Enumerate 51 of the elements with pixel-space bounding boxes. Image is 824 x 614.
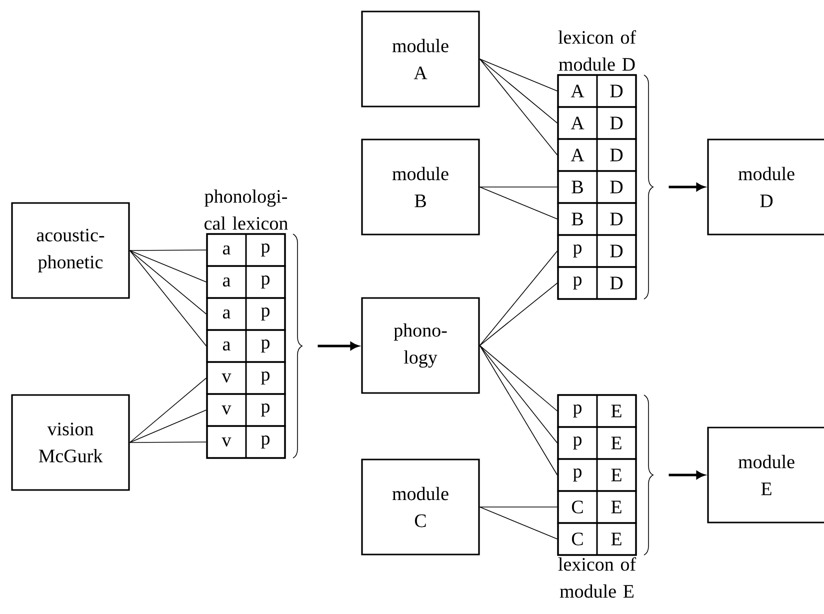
connector-line <box>129 442 207 443</box>
lexicon-row: C E <box>557 490 637 524</box>
connector-line <box>479 186 558 188</box>
connector-line <box>479 58 558 156</box>
lexicon-row: v p <box>206 393 286 427</box>
lexicon-row: C E <box>557 522 637 556</box>
lexicon-row: v p <box>206 361 286 395</box>
connector-line <box>479 58 558 124</box>
lexicon-row: A D <box>557 106 637 140</box>
lexicon-row: A D <box>557 74 637 108</box>
connector-line <box>479 250 558 346</box>
lexicon-row: a p <box>206 265 286 299</box>
node-label: lexicon of module D <box>558 30 636 71</box>
lexicon-row: a p <box>206 297 286 331</box>
connector-line <box>129 378 207 443</box>
lexicon-row: p D <box>557 266 637 300</box>
connector-line <box>479 506 558 508</box>
connector-line <box>129 250 207 251</box>
arrow <box>668 471 705 479</box>
connector-line <box>479 282 558 346</box>
module-box: module E <box>707 426 824 524</box>
connector-line <box>479 58 558 92</box>
node-label: lexicon of module E <box>558 557 636 598</box>
lexicon-row: p D <box>557 234 637 268</box>
module-box: module A <box>361 10 480 108</box>
connector-line <box>479 345 558 412</box>
lexicon-row: p E <box>557 394 637 428</box>
module-box: module B <box>361 138 480 236</box>
module-box: phono- logy <box>361 297 480 394</box>
lexicon-row: B D <box>557 202 637 236</box>
module-box: module C <box>361 458 480 556</box>
lexicon-row: p E <box>557 426 637 460</box>
lexicon-row: A D <box>557 138 637 172</box>
connector-line <box>129 250 207 314</box>
arrow <box>318 342 359 350</box>
lexicon-row: p E <box>557 458 637 492</box>
lexicon-row: a p <box>206 329 286 363</box>
connector-line <box>479 506 558 540</box>
module-box: module D <box>707 138 824 236</box>
connector-line <box>479 186 558 220</box>
lexicon-row: a p <box>206 233 286 267</box>
connector-line <box>129 250 207 346</box>
connector-line <box>129 410 207 443</box>
connector-line <box>479 345 558 476</box>
lexicon-row: v p <box>206 425 286 459</box>
connector-line <box>129 250 207 282</box>
arrow <box>668 183 705 191</box>
connector-line <box>479 345 558 444</box>
lexicon-row: B D <box>557 170 637 204</box>
module-box: acoustic- phonetic <box>11 202 130 299</box>
module-box: vision McGurk <box>11 394 130 491</box>
